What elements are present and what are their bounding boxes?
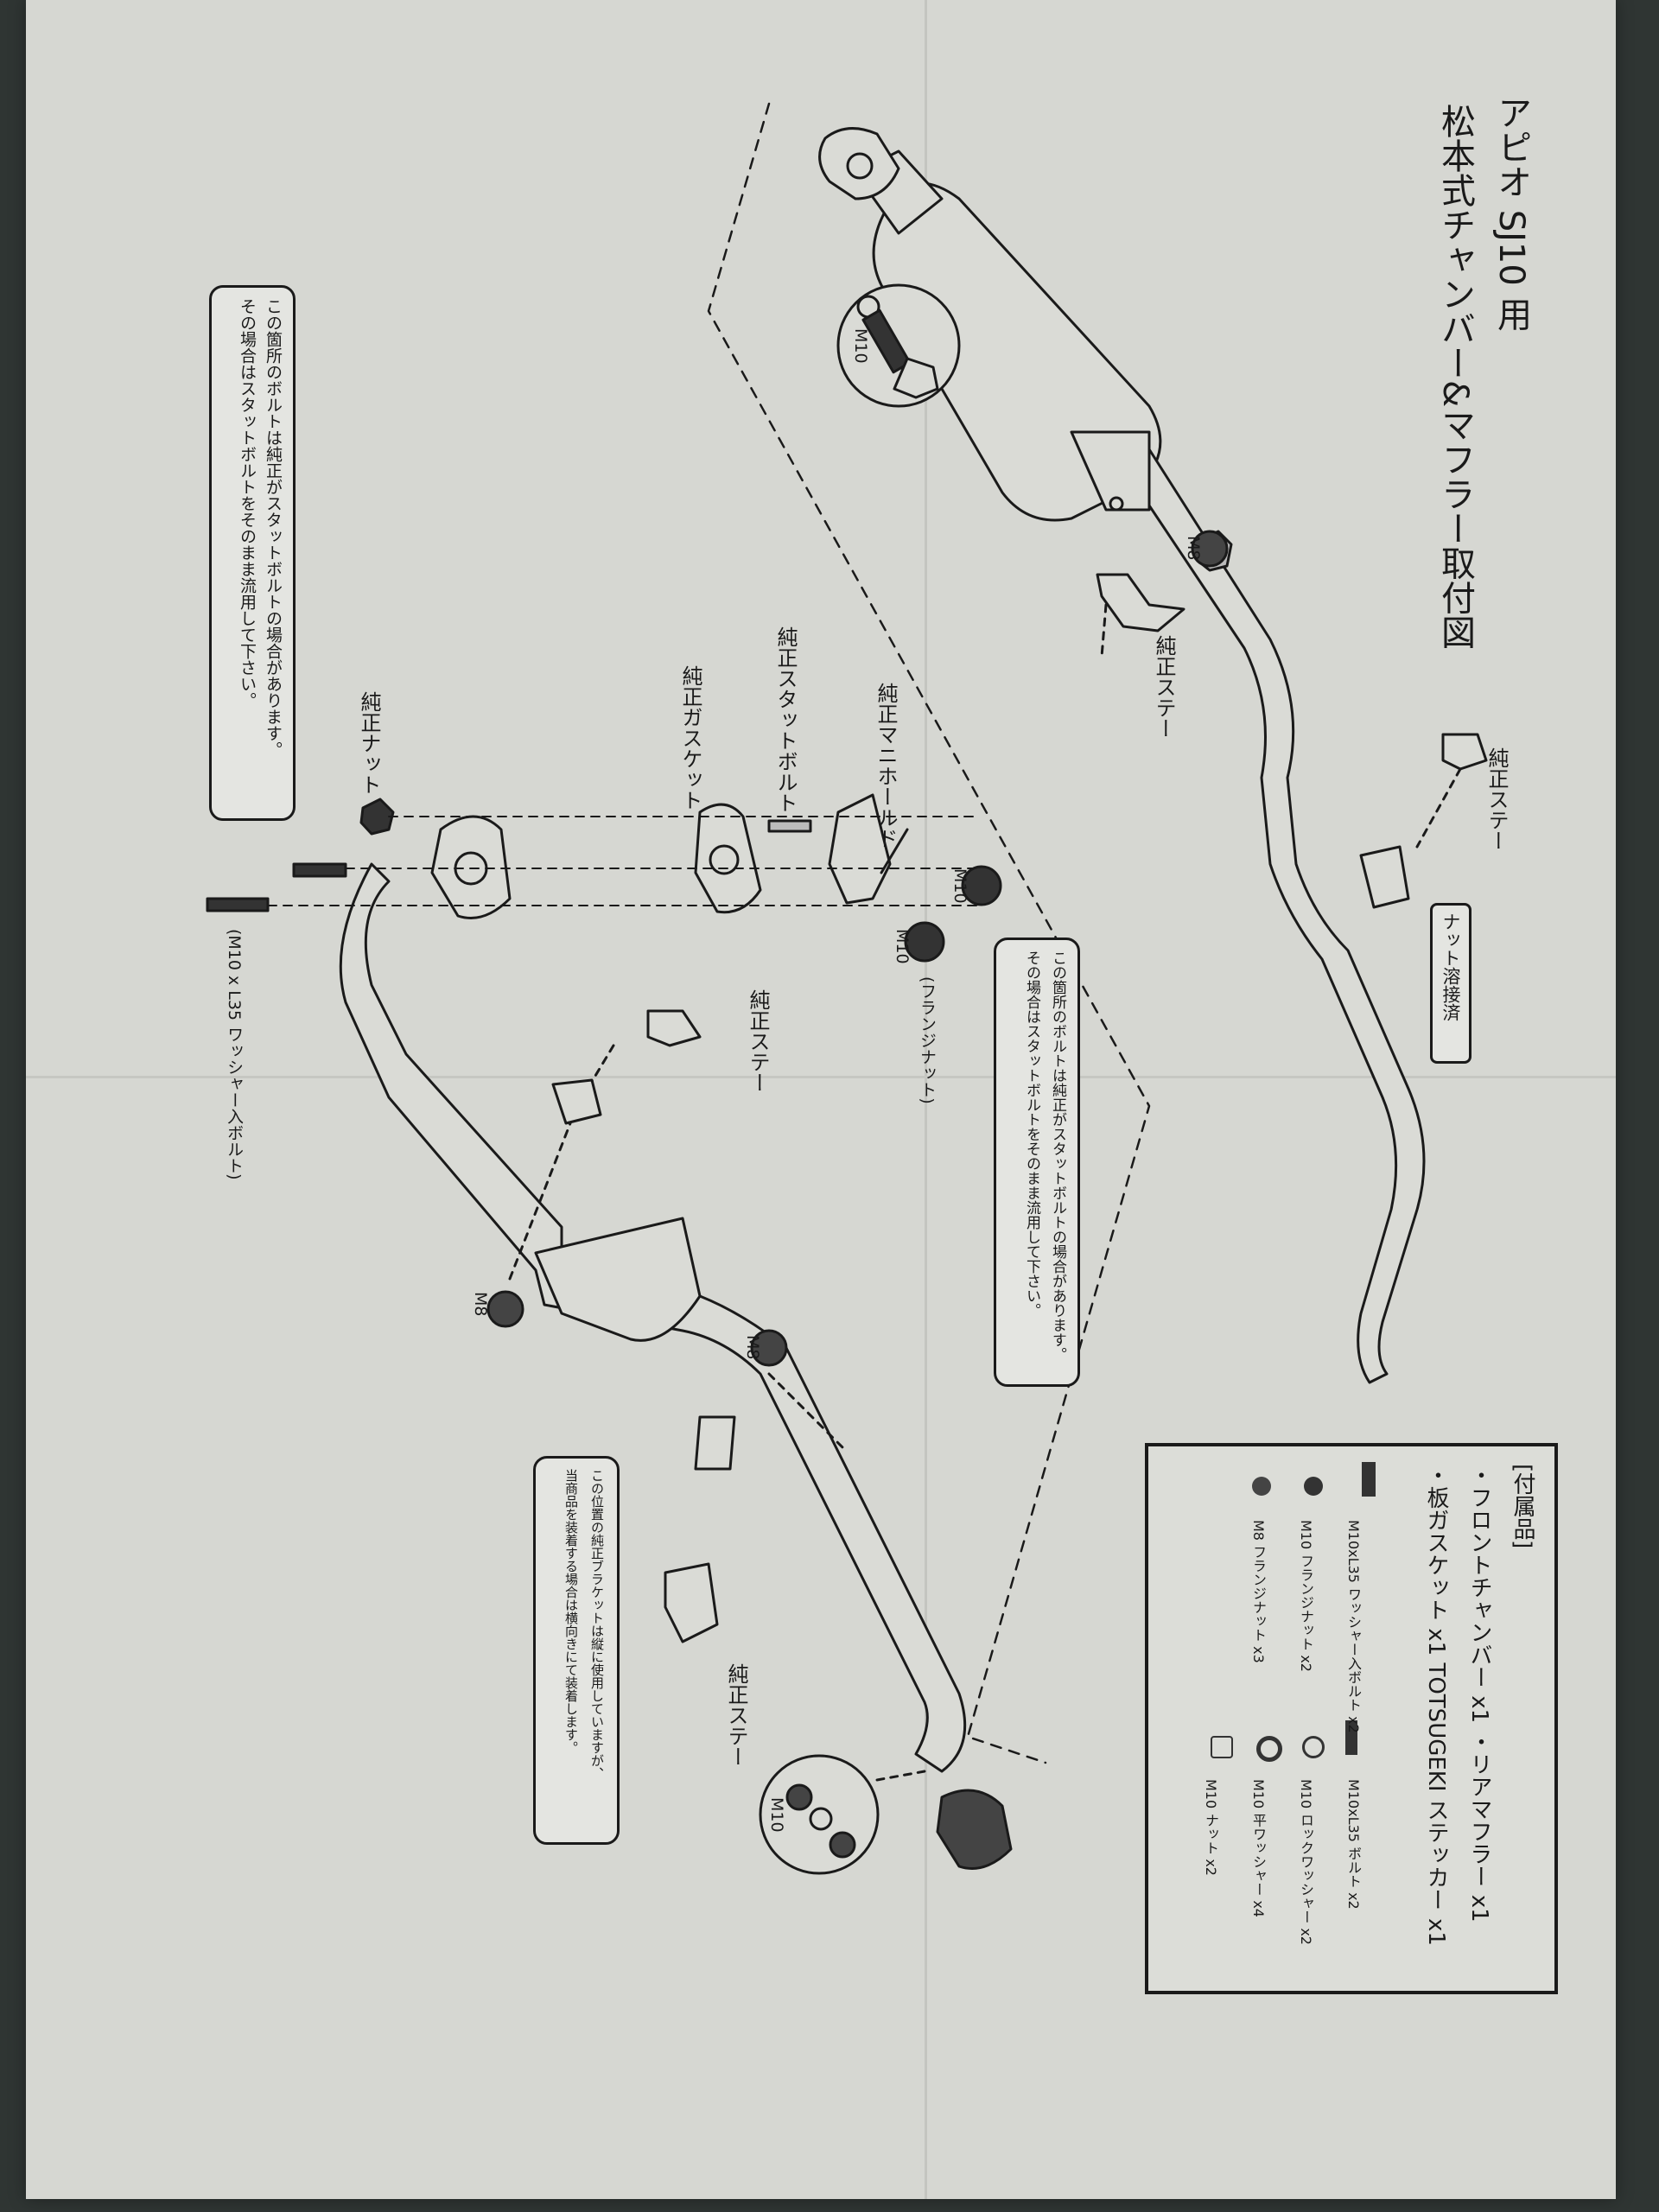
acc-item-1: M10 フランジナット x2 [1298,1520,1314,1672]
nut-icon [1211,1736,1233,1758]
label-stay-middle: 純正ステー [746,989,770,1093]
label-m8-b: M8 [471,1292,490,1317]
flange-hole [846,152,874,180]
callout-bracket-line1: この位置の純正ブラケットは縦に使用していますが、 [589,1469,605,1780]
label-m10-flange-a: M10 [950,868,969,904]
acc-item-6: M10 ナット x2 [1203,1779,1219,1876]
m8-nut-b [486,1290,524,1328]
label-nut: 純正ナット [357,691,381,795]
label-flange-nut: (フランジナット) [918,976,937,1104]
alignment-lines [267,816,977,906]
callout-left-stud-line2: その場合はスタットボルトをそのまま流用して下さい。 [238,298,257,709]
acc-item-2: M8 フランジナット x3 [1250,1520,1267,1663]
nut-welded-box: ナット溶接済 [1430,903,1471,1064]
callout-left-stud: この箇所のボルトは純正がスタットボルトの場合があります。 その場合はスタットボル… [209,285,296,821]
label-manifold: 純正マニホールド [874,683,898,849]
m8-nut-icon [1252,1477,1271,1496]
label-gasket: 純正ガスケット [678,665,702,810]
chamber-cone [534,1217,702,1342]
acc-heading: [付属品] [1510,1464,1535,1549]
stay-far-right [1441,733,1488,771]
label-m10-detail-bottom: M10 [767,1797,786,1833]
acc-item-3: M10xL35 ボルト x2 [1345,1779,1362,1910]
flat-washer-icon [1256,1736,1282,1762]
instruction-sheet: アピオ SJ10 用 松本式チャンバー&マフラー取付図 この箇所のボルトは純正が… [26,0,1616,2199]
flange-nut-m10-b [904,921,945,963]
label-nut-welded: ナット溶接済 [1440,912,1461,1021]
callout-right-stud-line1: この箇所のボルトは純正がスタットボルトの場合があります。 [1049,950,1066,1362]
label-washer-bolt: (M10 x L35 ワッシャー入ボルト) [225,929,244,1180]
front-chamber-flange [430,815,512,919]
label-m8-a: M8 [1184,536,1203,561]
gasket [694,803,762,914]
title-line1: アピオ SJ10 用 [1491,95,1531,332]
acc-item-4: M10 ロックワッシャー x2 [1298,1779,1314,1945]
paper-fold-horizontal [26,1076,1616,1078]
label-stay-bottom: 純正ステー [724,1663,748,1767]
dashed-enclosure [707,102,1151,1764]
accessories-box: [付属品] ・フロントチャンバー x1 ・リアマフラー x1 ・板ガスケット x… [1145,1443,1558,1994]
rear-tailpipe [1122,448,1426,1384]
label-stud-bolt: 純正スタットボルト [773,626,798,813]
stay-top-part [1096,573,1185,632]
nut-part [359,798,395,836]
flange-nut-icon [1304,1477,1323,1496]
stud-bolt [767,819,812,833]
rear-muffler-flange [818,127,900,200]
label-m8-c: M8 [743,1335,762,1360]
acc-item-0: M10xL35 ワッシャー入ボルト x2 [1345,1520,1362,1733]
callout-right-stud-line2: その場合はスタットボルトをそのまま流用して下さい。 [1023,950,1040,1318]
washer-bolt-part [292,862,347,878]
loose-stay-bottom [664,1562,719,1643]
callout-bracket-line2: 当商品を装着する場合は横向きにて装着します。 [563,1469,579,1754]
callout-left-stud-line1: この箇所のボルトは純正がスタットボルトの場合があります。 [264,298,283,758]
label-stay-right: 純正ステー [1484,747,1509,851]
muffler-stay [1070,430,1151,512]
flange-nut-m10-a [961,865,1002,906]
manifold [828,793,892,905]
callout-right-stud: この箇所のボルトは純正がスタットボルトの場合があります。 その場合はスタットボル… [994,938,1080,1387]
callout-bracket: この位置の純正ブラケットは縦に使用していますが、 当商品を装着する場合は横向きに… [533,1456,620,1845]
title-line2: 松本式チャンバー&マフラー取付図 [1435,104,1475,650]
middle-stay [646,1009,702,1047]
exhaust-assembly-diagram [206,102,1488,1875]
washer-bolt-long [206,897,270,912]
m8-nut-a [1191,530,1229,568]
acc-line2: ・板ガスケット x1 TOTSUGEKI ステッカー x1 [1423,1464,1449,1946]
chamber-stay [694,1415,736,1471]
m8-nut-c [750,1329,788,1367]
label-stay-top: 純正ステー [1152,635,1176,739]
label-m10-detail-top: M10 [851,328,870,364]
lock-washer-icon [1302,1736,1325,1758]
bolt-icon [1362,1462,1376,1497]
acc-line1: ・フロントチャンバー x1 ・リアマフラー x1 [1466,1464,1492,1923]
outlet-flange [936,1789,1013,1870]
label-m10-flange-b: M10 [893,929,912,964]
acc-item-5: M10 平ワッシャー x4 [1250,1779,1267,1917]
paper-fold-vertical [925,0,927,2199]
